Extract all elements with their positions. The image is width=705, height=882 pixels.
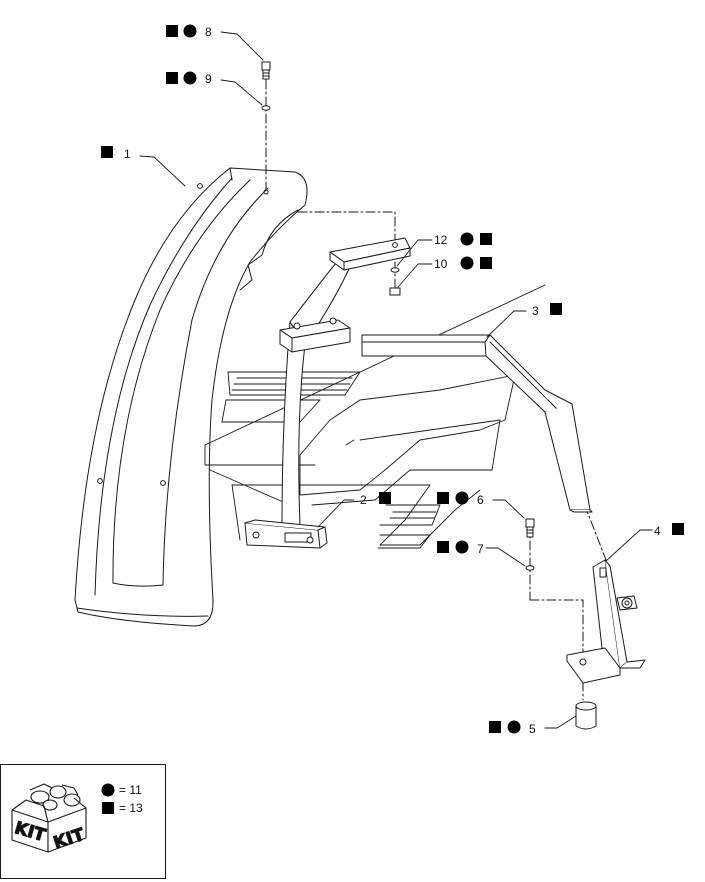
callout-8: 8	[166, 24, 212, 39]
mounting-bracket-part-4	[566, 559, 646, 684]
callout-8-number: 8	[205, 25, 212, 39]
kit-legend-square-text: = 13	[119, 801, 143, 815]
callout-5: 5	[489, 720, 536, 736]
support-bracket-part-2	[244, 237, 411, 549]
spacer-bushing-part-5	[575, 701, 597, 730]
tractor-step-outline	[204, 284, 546, 549]
callout-4: 4	[654, 523, 684, 538]
callout-7-number: 7	[477, 542, 484, 556]
callout-1: 1	[101, 146, 131, 161]
bolt-part-8	[261, 61, 271, 80]
callout-2: 2	[360, 492, 391, 507]
callout-7: 7	[437, 540, 484, 556]
fender-part-1	[74, 167, 308, 627]
callout-6-number: 6	[477, 493, 484, 507]
callout-9: 9	[166, 71, 212, 86]
circle-symbol-icon	[101, 783, 115, 797]
callout-leader-lines	[139, 31, 653, 729]
washer-part-9	[261, 105, 271, 111]
callout-9-number: 9	[205, 72, 212, 86]
callout-10-number: 10	[434, 257, 448, 271]
callout-1-number: 1	[124, 147, 131, 161]
bolt-part-6	[525, 518, 535, 538]
kit-legend-circle-row: = 11	[101, 783, 142, 797]
kit-legend-box: KIT KIT = 11 = 13	[0, 764, 166, 879]
callout-10: 10	[434, 256, 492, 271]
kit-legend-square-row: = 13	[102, 801, 143, 815]
callout-5-number: 5	[529, 722, 536, 736]
washer-part-12	[390, 267, 400, 273]
callout-6: 6	[437, 491, 484, 507]
step-frame-part-3	[361, 334, 593, 513]
callout-4-number: 4	[654, 524, 661, 538]
callout-12-number: 12	[434, 233, 448, 247]
nut-part-10	[389, 287, 401, 296]
washer-part-7	[525, 565, 535, 571]
callout-12: 12	[434, 232, 492, 247]
callout-3: 3	[532, 303, 562, 318]
kit-word-right: KIT	[51, 825, 87, 854]
square-symbol-icon	[102, 802, 114, 814]
callout-2-number: 2	[360, 493, 367, 507]
callouts: 8 9 1 12 10 3 2	[101, 24, 684, 736]
callout-3-number: 3	[532, 304, 539, 318]
kit-box-icon: KIT KIT	[11, 783, 88, 854]
kit-legend-circle-text: = 11	[119, 783, 142, 797]
